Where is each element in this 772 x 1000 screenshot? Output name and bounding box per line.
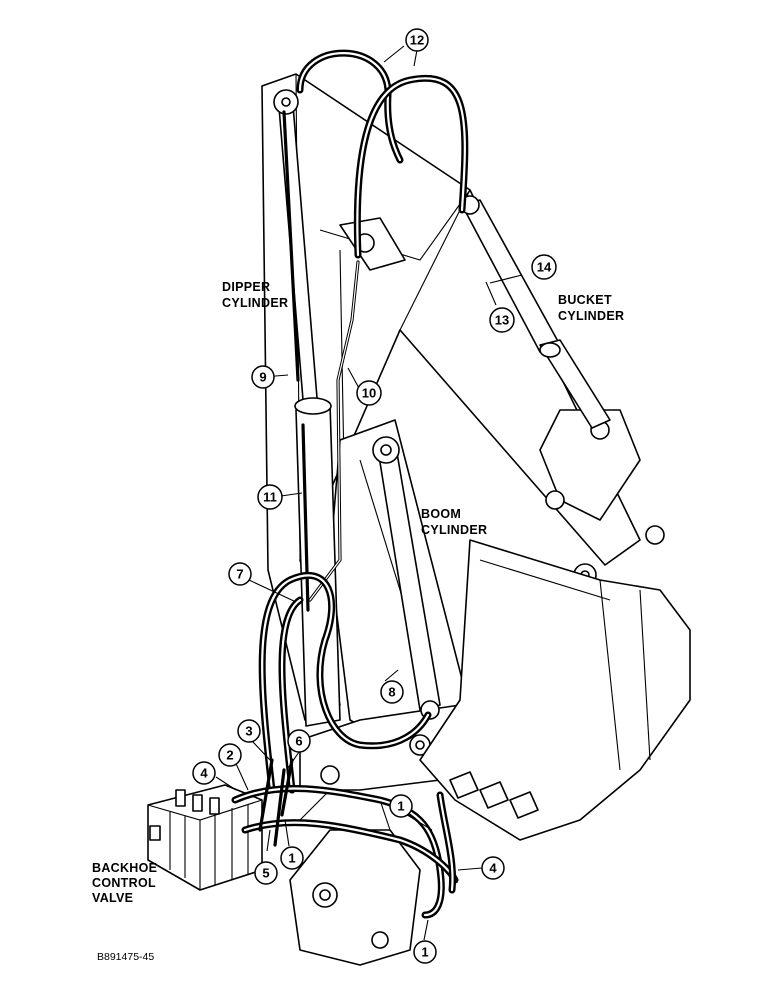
svg-text:12: 12 bbox=[410, 33, 424, 48]
callout-7: 7 bbox=[228, 562, 252, 586]
svg-text:10: 10 bbox=[362, 386, 376, 401]
svg-text:1: 1 bbox=[397, 799, 404, 814]
callout-6: 6 bbox=[287, 729, 311, 753]
label-boom-cylinder: BOOM CYLINDER bbox=[421, 507, 487, 537]
backhoe-control-valve bbox=[147, 784, 263, 891]
svg-text:1: 1 bbox=[288, 851, 295, 866]
callout-3: 3 bbox=[237, 719, 261, 743]
svg-text:3: 3 bbox=[245, 724, 252, 739]
svg-text:5: 5 bbox=[262, 866, 269, 881]
callout-5: 5 bbox=[254, 861, 278, 885]
callout-8: 8 bbox=[380, 680, 404, 704]
tube-9 bbox=[282, 110, 300, 382]
svg-text:1: 1 bbox=[421, 945, 428, 960]
label-bucket-cylinder: BUCKET CYLINDER bbox=[558, 293, 624, 323]
svg-text:8: 8 bbox=[388, 685, 395, 700]
svg-text:4: 4 bbox=[489, 861, 497, 876]
bucket-linkage bbox=[539, 409, 641, 521]
callout-4-right: 4 bbox=[481, 856, 505, 880]
callout-10: 10 bbox=[356, 380, 382, 406]
callout-9: 9 bbox=[251, 365, 275, 389]
backhoe-structure bbox=[147, 73, 691, 966]
svg-text:13: 13 bbox=[495, 313, 509, 328]
callout-14: 14 bbox=[531, 254, 557, 280]
svg-text:6: 6 bbox=[295, 734, 302, 749]
tube-5 bbox=[273, 768, 286, 847]
part-number: B891475-45 bbox=[97, 951, 154, 963]
callout-1-lower: 1 bbox=[413, 940, 437, 964]
bucket-teeth bbox=[449, 771, 539, 819]
callout-1-middle: 1 bbox=[280, 846, 304, 870]
bucket-cylinder bbox=[460, 195, 611, 429]
tube-3 bbox=[258, 758, 274, 832]
callout-11: 11 bbox=[257, 484, 283, 510]
callout-13: 13 bbox=[489, 307, 515, 333]
svg-text:11: 11 bbox=[263, 490, 277, 505]
tube-6 bbox=[280, 758, 294, 817]
component-labels: DIPPER CYLINDER BUCKET CYLINDER BOOM CYL… bbox=[92, 280, 624, 963]
callouts: 12 9 10 11 14 13 7 8 bbox=[192, 28, 557, 964]
bucket bbox=[419, 539, 691, 841]
callout-1-upper: 1 bbox=[389, 794, 413, 818]
callout-12: 12 bbox=[405, 28, 429, 52]
svg-text:7: 7 bbox=[236, 567, 243, 582]
svg-text:2: 2 bbox=[226, 748, 233, 763]
leader-lines bbox=[215, 45, 523, 941]
svg-text:9: 9 bbox=[259, 370, 266, 385]
callout-2: 2 bbox=[218, 743, 242, 767]
svg-text:4: 4 bbox=[200, 766, 208, 781]
tube-11 bbox=[301, 423, 310, 612]
label-backhoe-control-valve: BACKHOE CONTROL VALVE bbox=[92, 861, 161, 905]
callout-4-left: 4 bbox=[192, 761, 216, 785]
svg-text:14: 14 bbox=[537, 260, 552, 275]
label-dipper-cylinder: DIPPER CYLINDER bbox=[222, 280, 288, 310]
hydraulic-lines bbox=[231, 49, 469, 919]
swing-tower bbox=[289, 829, 421, 966]
